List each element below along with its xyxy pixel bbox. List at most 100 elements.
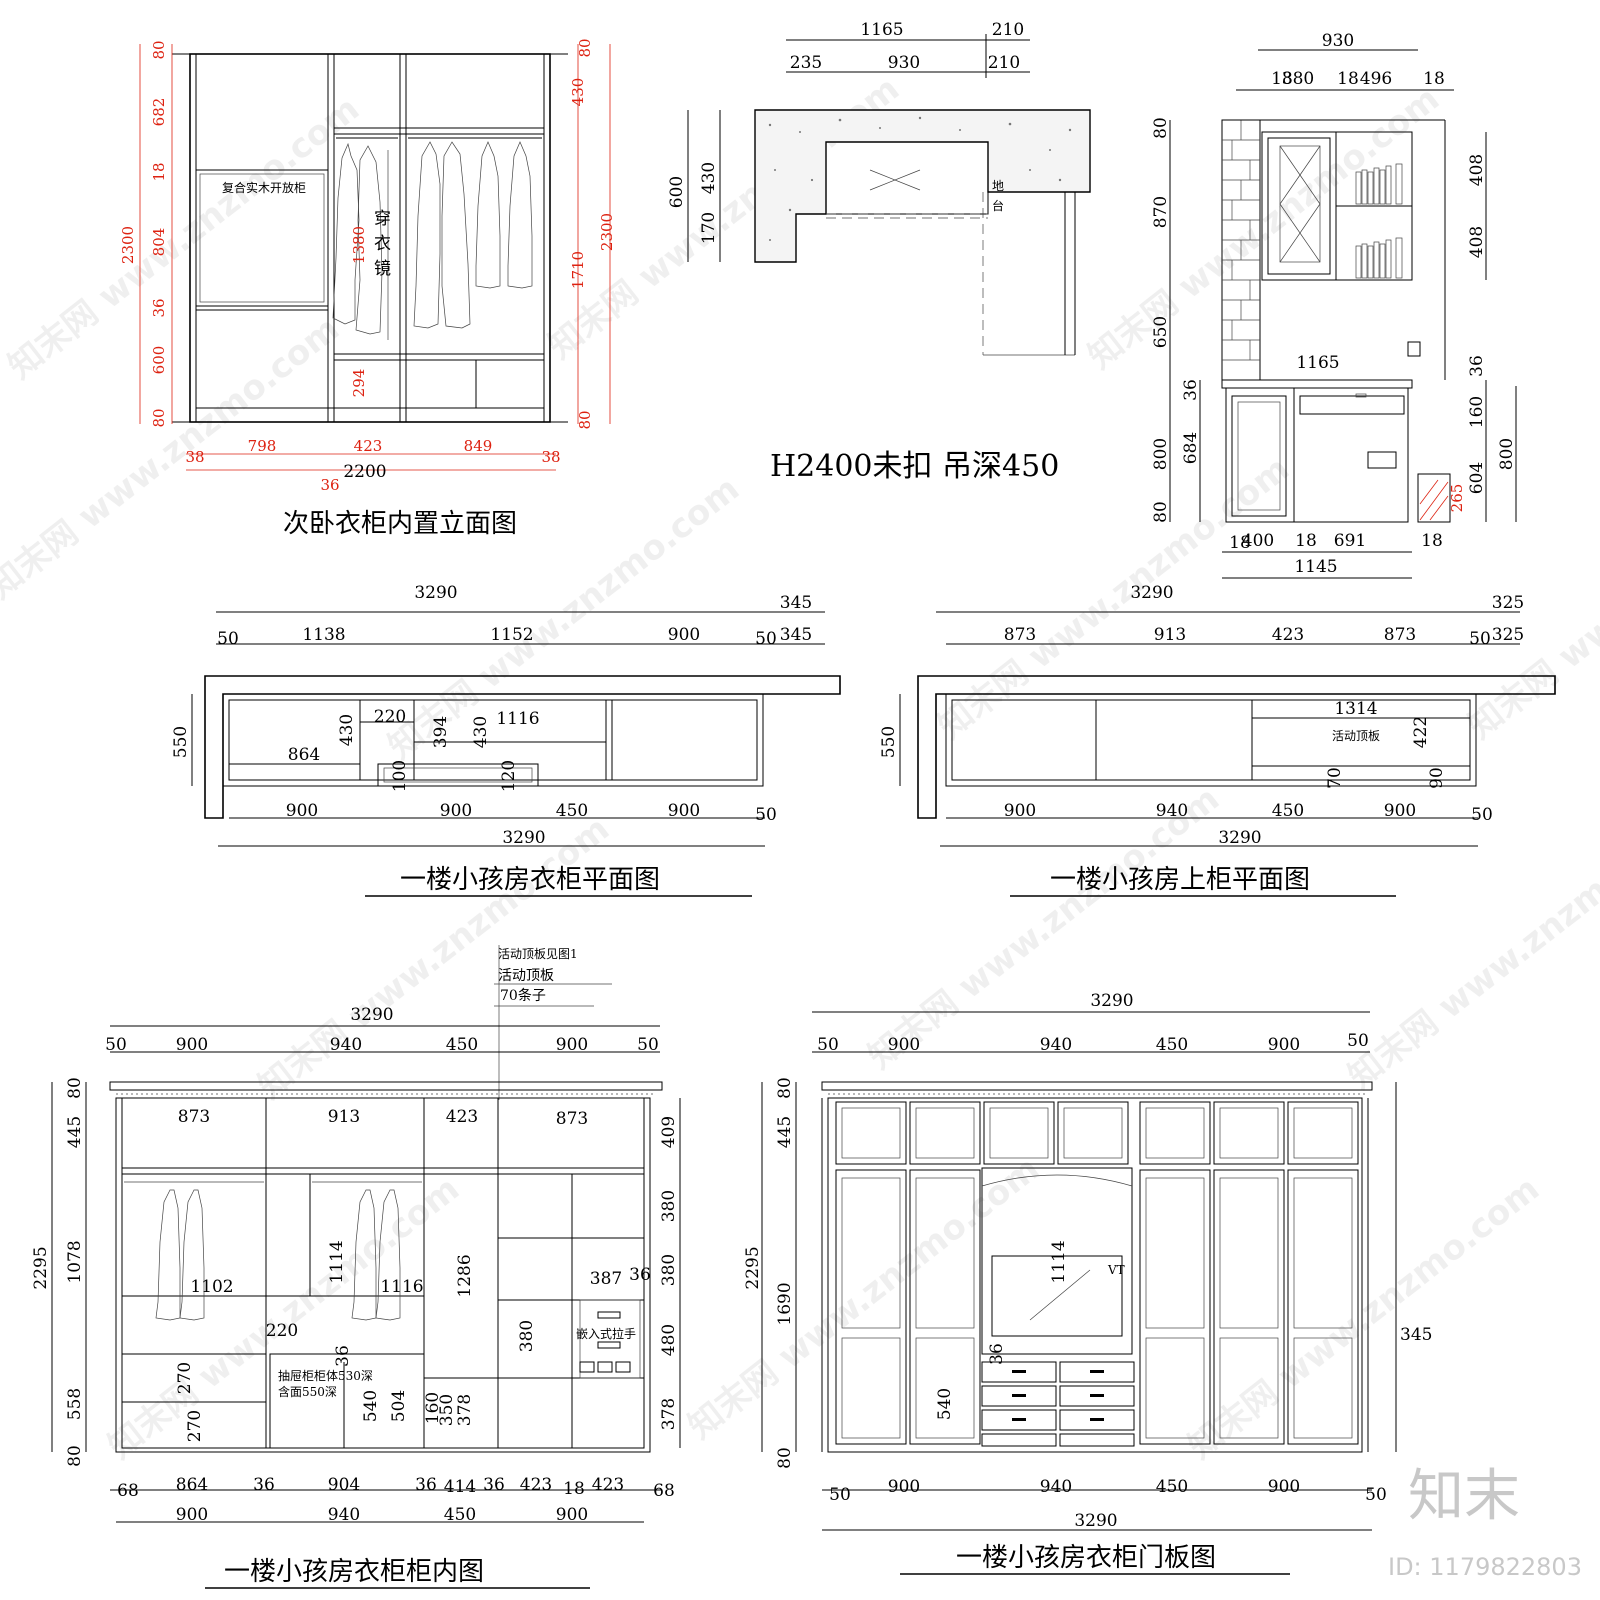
dim-bottom: 38: [185, 448, 204, 466]
dim-left: 80: [65, 1077, 85, 1099]
dim-bottom-total: 3290: [502, 828, 545, 848]
dim-inner: 1114: [1049, 1240, 1069, 1283]
dim-inner: 430: [471, 716, 491, 748]
dim-left: 430: [699, 162, 719, 194]
dim-right: 345: [1400, 1325, 1432, 1345]
caption-h2400: H2400未扣 吊深450: [770, 449, 1059, 484]
watermark-layer: 知末网 www.znzmo.com 知末网 www.znzmo.com 知末网 …: [0, 69, 1600, 1467]
dim-top: 1138: [302, 625, 345, 645]
dim-top: 450: [446, 1035, 478, 1055]
dim-left: 80: [1151, 501, 1171, 523]
dim-left: 80: [150, 408, 168, 427]
dim-bottom: 450: [556, 801, 588, 821]
dim-inner: 1286: [455, 1254, 475, 1297]
dim-right: 408: [1467, 226, 1487, 258]
dim-inner: 220: [374, 707, 406, 727]
dim-top-345: 345: [780, 593, 812, 613]
dim-bottom: 18: [563, 1479, 585, 1499]
dim-right: 408: [1467, 154, 1487, 186]
panel-title: 次卧衣柜内置立面图: [283, 509, 517, 539]
dim-inner: 220: [266, 1321, 298, 1341]
dim-inner: 864: [288, 745, 320, 765]
dim-bottom2: 900: [176, 1505, 208, 1525]
dim-inner: 1116: [380, 1277, 423, 1297]
dim-inner: 90: [1427, 767, 1447, 789]
label-open-cabinet: 复合实木开放柜: [222, 180, 306, 195]
image-id: ID: 1179822803: [1388, 1553, 1582, 1581]
dim-top-total: 3290: [350, 1005, 393, 1025]
dim-bottom-total: 2200: [343, 462, 386, 482]
clothes-icon: [155, 1189, 401, 1321]
socket-icon: [1367, 451, 1397, 469]
label-floor-b: 台: [992, 198, 1004, 213]
label-mirror-3: 镜: [374, 259, 391, 279]
dim-left: 804: [150, 228, 168, 257]
handle-icon: [597, 1311, 621, 1319]
dim-left: 1078: [65, 1240, 85, 1283]
door-panels: [835, 1101, 1359, 1445]
dim-bottom: 36: [483, 1475, 505, 1495]
dim-bottom: 940: [1040, 1477, 1072, 1497]
panel-title: 一楼小孩房衣柜柜内图: [224, 1557, 484, 1587]
dim-left: 170: [699, 212, 719, 244]
dim-bottom: 900: [440, 801, 472, 821]
dim-left-total: 2295: [743, 1246, 763, 1289]
dim-bottom: 414: [444, 1477, 476, 1497]
note-strip: 70条子: [500, 987, 546, 1004]
dim-bottom: 900: [1004, 801, 1036, 821]
dim-inner: 100: [390, 760, 410, 792]
dim-1380: 1380: [350, 226, 368, 264]
dim-inner: 70: [1325, 767, 1345, 789]
dim-bottom: 900: [1268, 1477, 1300, 1497]
dim-right: 378: [659, 1398, 679, 1430]
panel-desk-elevation: 930 18 380 18 496 18: [1151, 31, 1517, 579]
dim-left: 600: [667, 176, 687, 208]
dim-bottom: 18: [1229, 533, 1251, 553]
dim-top: 380: [1282, 69, 1314, 89]
dim-bottom: 423: [354, 437, 383, 455]
dim-right: 604: [1467, 462, 1487, 494]
dim-top: 18: [1271, 69, 1293, 89]
label-tv: VT: [1107, 1263, 1125, 1277]
dim-top: 210: [992, 20, 1024, 40]
dim-bottom: 691: [1334, 531, 1366, 551]
dim-left: 800: [1151, 438, 1171, 470]
dim-top: 18: [1337, 69, 1359, 89]
tv-icon: [991, 1255, 1123, 1337]
dim-right: 380: [659, 1190, 679, 1222]
dim-right: 1710: [569, 251, 587, 289]
dim-bottom: 68: [117, 1481, 139, 1501]
dim-top: 50: [1469, 629, 1491, 649]
dim-top: 900: [556, 1035, 588, 1055]
dim-bottom: 900: [668, 801, 700, 821]
dim-top-total: 3290: [414, 583, 457, 603]
dim-bottom: 50: [1471, 805, 1493, 825]
dim-bottom: 849: [464, 437, 493, 455]
dim-top: 50: [217, 629, 239, 649]
dim-bottom: 900: [286, 801, 318, 821]
dim-bottom: 36: [253, 1475, 275, 1495]
dim-inner: 1102: [190, 1277, 233, 1297]
dim-right: 80: [576, 38, 594, 57]
dim-bottom-total: 1145: [1294, 557, 1337, 577]
dim-top: 50: [637, 1035, 659, 1055]
dim-inner: 270: [175, 1362, 195, 1394]
panel-title: 一楼小孩房衣柜平面图: [400, 865, 660, 895]
books-icon: [1355, 163, 1403, 279]
dim-left: 36: [1181, 379, 1201, 401]
dim-left: 1690: [775, 1282, 795, 1325]
dim-bottom: 50: [829, 1485, 851, 1505]
dim-bottom: 38: [541, 448, 560, 466]
dim-upper: 873: [556, 1109, 588, 1129]
dim-top: 50: [817, 1035, 839, 1055]
dim-left: 550: [879, 726, 899, 758]
dim-top-total: 930: [1322, 31, 1354, 51]
dim-right: 409: [659, 1116, 679, 1148]
dim-bottom: 423: [592, 1475, 624, 1495]
dim-inner: 120: [499, 760, 519, 792]
dim-top: 1152: [490, 625, 533, 645]
dim-top: 900: [1268, 1035, 1300, 1055]
dim-top: 496: [1360, 69, 1392, 89]
dim-top-total: 3290: [1130, 583, 1173, 603]
